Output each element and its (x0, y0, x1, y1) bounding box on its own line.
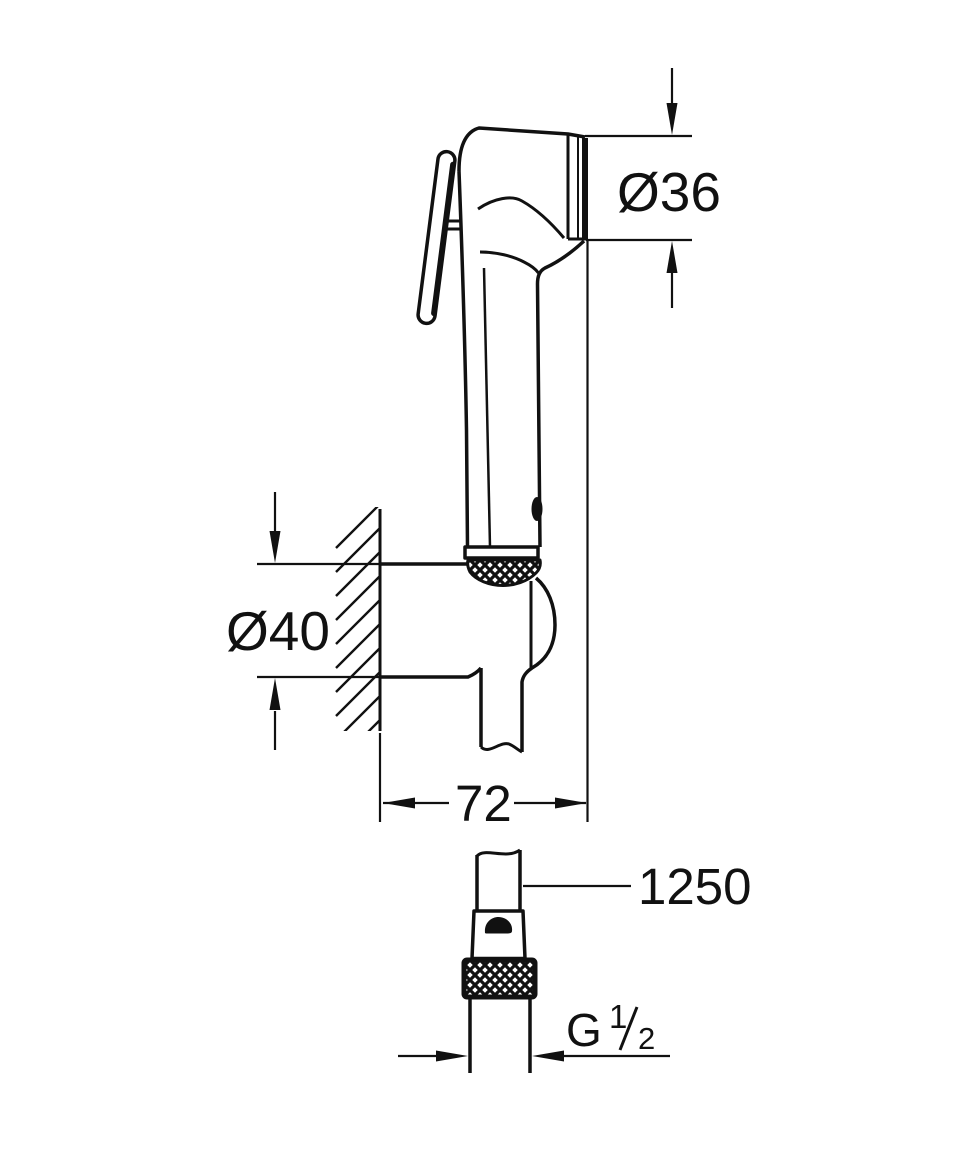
dim-head-diameter: Ø36 (585, 68, 721, 308)
spray-head (416, 126, 588, 587)
holder-nose-arc (531, 576, 557, 670)
arrow-down-icon (269, 531, 281, 563)
handle-collar (463, 545, 540, 560)
head-outline-back (457, 170, 470, 548)
handle-inner-line (482, 267, 492, 548)
head-inner-arc-upper (477, 196, 566, 239)
hose-upper-right-edge (520, 666, 533, 752)
handle-button (531, 497, 543, 521)
spray-face-plate (566, 134, 588, 241)
dim-holder-depth: 72 (378, 733, 587, 832)
dim-hose-length: 1250 (523, 858, 751, 915)
hose-break-line (475, 848, 521, 858)
arrow-left-icon (383, 797, 415, 809)
holder-bottom-edge (380, 666, 483, 679)
dim-holder-depth-label: 72 (455, 775, 512, 832)
dim-hose-length-label: 1250 (638, 858, 751, 915)
thread-numerator-label: 1 (609, 998, 627, 1035)
arrow-right-icon (555, 797, 587, 809)
dim-holder-diameter-label: Ø40 (226, 600, 330, 662)
head-outline-top (457, 126, 586, 172)
thread-denominator-label: 2 (638, 1021, 655, 1056)
arrow-down-icon (666, 103, 678, 135)
hose-knurled-nut (461, 957, 538, 1000)
trigger-lever (416, 149, 457, 326)
hose-break-line (479, 742, 523, 754)
wall-holder (380, 562, 557, 754)
wall-section (335, 507, 382, 731)
handle-knurled-nut (466, 558, 542, 587)
arrow-right-icon (436, 1050, 468, 1062)
dim-head-diameter-label: Ø36 (617, 161, 721, 223)
brand-mark (484, 917, 513, 934)
thread-prefix-label: G (566, 1004, 602, 1056)
head-outline-front (535, 239, 586, 548)
wall-hatching (335, 507, 381, 731)
lever-pivot (444, 219, 461, 231)
fraction-slash (618, 1006, 639, 1051)
dim-thread-size: G 1 2 (398, 998, 670, 1062)
arrow-up-icon (666, 241, 678, 273)
hose-end-assembly (461, 848, 538, 1073)
arrow-left-icon (532, 1050, 564, 1062)
head-inner-arc-lower (479, 250, 540, 274)
arrow-up-icon (269, 678, 281, 710)
dim-holder-diameter: Ø40 (226, 492, 380, 750)
